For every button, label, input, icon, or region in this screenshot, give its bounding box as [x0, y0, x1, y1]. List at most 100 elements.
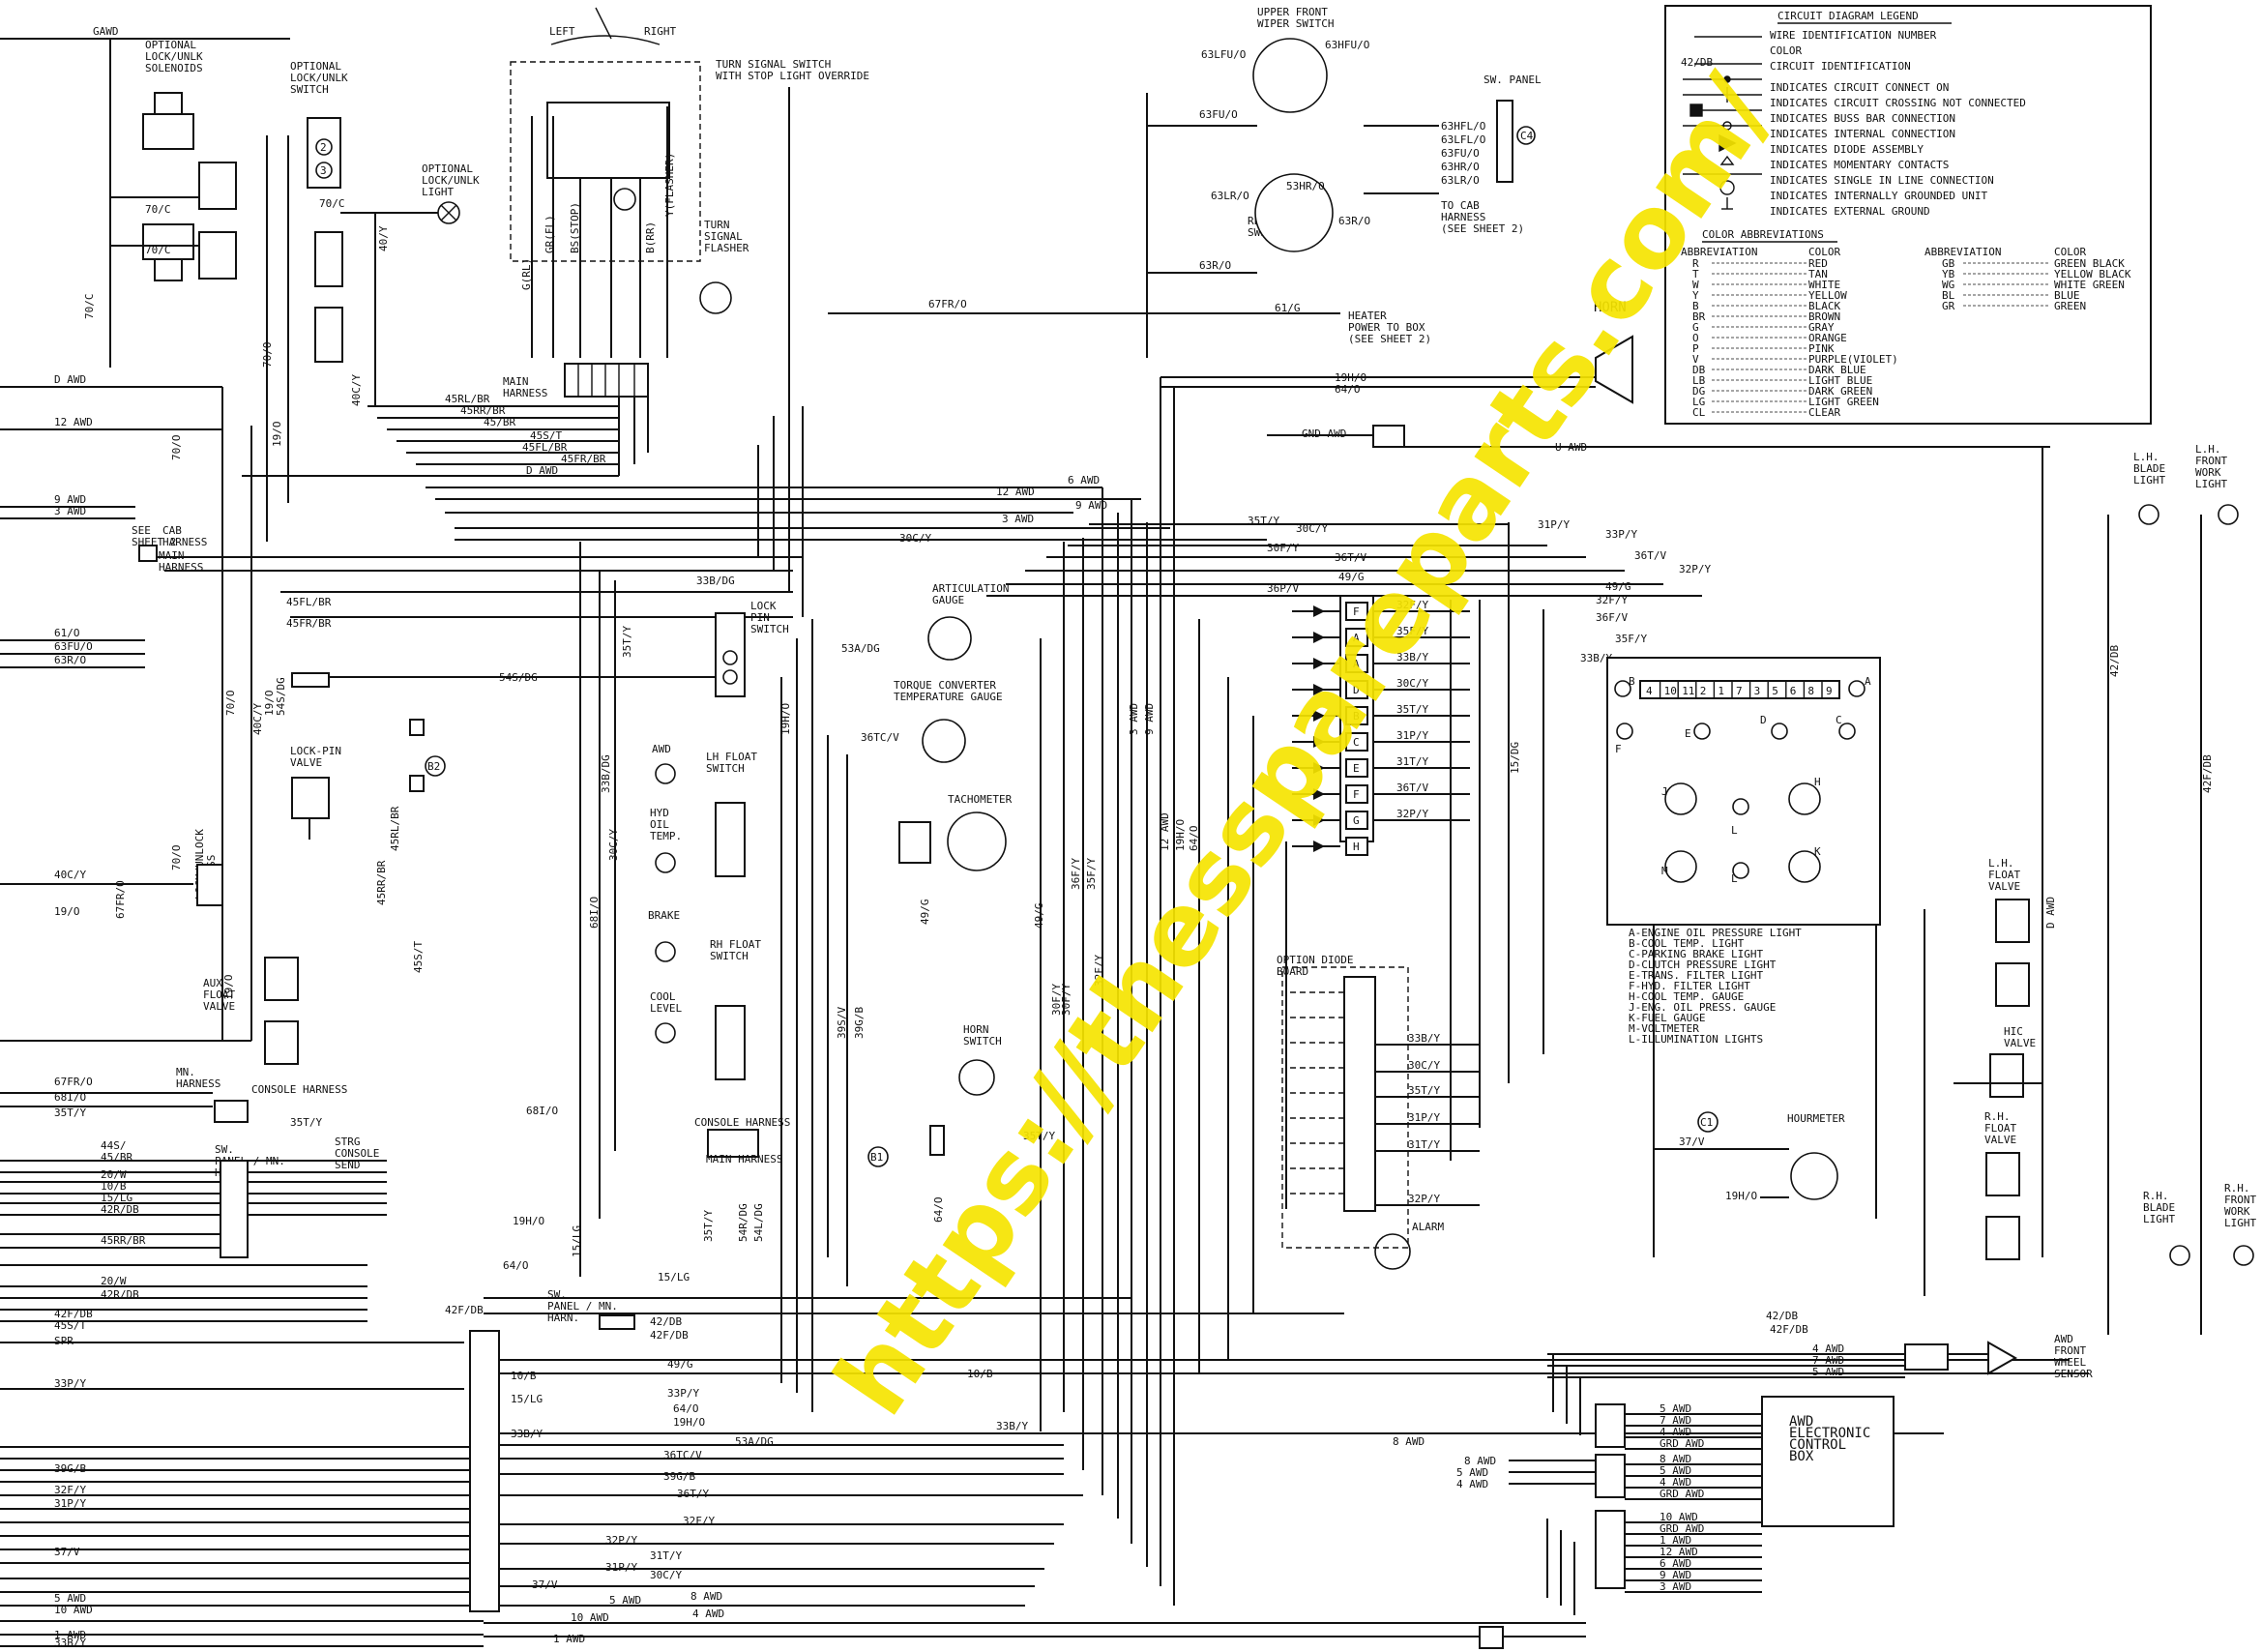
color-name: WHITE [1808, 279, 1840, 291]
color-abbr: BL [1942, 289, 1955, 302]
text-line: SW. [215, 1143, 234, 1156]
indicator-item: A-ENGINE OIL PRESSURE LIGHT [1629, 927, 1802, 939]
color-name: CLEAR [1808, 406, 1840, 419]
wire-label: 1 AWD [54, 1629, 86, 1641]
text-line: HEATER [1348, 310, 1387, 322]
text-line: CAB [162, 524, 182, 537]
opt-out-label: 31P/Y [1408, 1111, 1440, 1124]
legend-item: CIRCUIT IDENTIFICATION [1770, 60, 1911, 73]
color-abbr: B [1692, 300, 1699, 312]
text-line: L.H. [1988, 857, 2014, 870]
diode-cell [1345, 837, 1368, 856]
diode-cell [1345, 758, 1368, 778]
cluster-pin: 10 [1664, 685, 1677, 697]
svg-text:30C/Y: 30C/Y [650, 1569, 682, 1581]
wire-label: 3 AWD [54, 505, 86, 517]
svg-text:63LR/O: 63LR/O [1211, 190, 1249, 202]
text-line: HARN. [547, 1312, 579, 1324]
text-line: R.H. [2143, 1190, 2169, 1202]
svg-text:15/LG: 15/LG [511, 1393, 543, 1405]
wire-label: 32F/Y [54, 1484, 86, 1496]
svg-text:39S/V: 39S/V [836, 1007, 848, 1039]
text-line: CONSOLE [335, 1147, 379, 1160]
text-line: WITH STOP LIGHT OVERRIDE [716, 70, 869, 82]
color-name: YELLOW BLACK [2054, 268, 2131, 280]
text-line: HARNESS [176, 1077, 220, 1090]
text-line: LOCK/UNLK [290, 72, 348, 84]
hourmeter-label: HOURMETER [1787, 1112, 1845, 1125]
text-line: MAIN [503, 375, 529, 388]
text-line: SWITCH [706, 762, 745, 775]
svg-text:70/C: 70/C [319, 197, 345, 210]
svg-text:19H/O: 19H/O [1725, 1190, 1757, 1202]
text-line: SWITCH [750, 623, 789, 635]
cluster-pin: 9 [1826, 685, 1833, 697]
text-line: L.H. [2195, 443, 2221, 456]
text-line: LEVEL [650, 1002, 682, 1015]
svg-text:9 AWD: 9 AWD [1075, 499, 1107, 512]
svg-text:35T/Y: 35T/Y [702, 1210, 715, 1242]
diode-letter: A [1353, 632, 1360, 644]
text-line: (SEE SHEET 2) [1441, 222, 1524, 235]
text-line: LOCK/UNLK [145, 50, 203, 63]
svg-text:C4: C4 [1520, 130, 1534, 142]
diode-label: 36T/V [1396, 782, 1428, 794]
text-line: L.H. [2133, 451, 2159, 463]
svg-text:19/O: 19/O [271, 422, 283, 448]
svg-text:35F/Y: 35F/Y [1615, 633, 1647, 645]
svg-text:6 AWD: 6 AWD [1068, 474, 1100, 487]
svg-text:64/O: 64/O [503, 1259, 529, 1272]
legend-item: INDICATES INTERNAL CONNECTION [1770, 128, 1955, 140]
color-abbr: GR [1942, 300, 1955, 312]
text-line: TORQUE CONVERTER [894, 679, 996, 692]
opt-out-label: 30C/Y [1408, 1059, 1440, 1072]
svg-text:63FU/O: 63FU/O [1199, 108, 1238, 121]
svg-text:70/C: 70/C [145, 244, 171, 256]
awd-pin-label: 3 AWD [1660, 1580, 1691, 1593]
diode-cell [1345, 811, 1368, 830]
text-line: LOCK/UNLK [422, 174, 480, 187]
svg-text:10/B: 10/B [511, 1370, 537, 1382]
color-abbr: Y [1692, 289, 1699, 302]
svg-text:70/C: 70/C [83, 294, 96, 320]
text-line: LIGHT [2224, 1217, 2256, 1229]
legend-item: INDICATES MOMENTARY CONTACTS [1770, 159, 1949, 171]
console-harness: CONSOLE HARNESS [251, 1083, 347, 1096]
wire-label: 44S/ [101, 1139, 127, 1152]
color-abbr: DG [1692, 385, 1705, 398]
text-line: R.H. [2224, 1182, 2250, 1195]
text-line: AUX [203, 977, 222, 989]
text-line: LOCK-PIN [290, 745, 341, 757]
svg-text:30C/Y: 30C/Y [1296, 522, 1328, 535]
sw-panel-mn-2: SW.PANEL / MN.HARN. [547, 1288, 618, 1324]
text-line: HARNESS [159, 561, 203, 574]
svg-text:33B/Y: 33B/Y [996, 1420, 1028, 1432]
text-line: WIPER SWITCH [1257, 17, 1334, 30]
text-line: LIGHT [2195, 478, 2227, 490]
sw-panel-label: SW. PANEL [1484, 74, 1542, 86]
svg-text:45RR/BR: 45RR/BR [375, 860, 388, 905]
legend: CIRCUIT DIAGRAM LEGEND 42/DB WIRE IDENTI… [1664, 5, 2152, 425]
text-line: LIGHT [2143, 1213, 2175, 1225]
opt-out-label: 35T/Y [1408, 1084, 1440, 1097]
color-name: YELLOW [1808, 289, 1847, 302]
text-line: HARNESS [1441, 211, 1485, 223]
svg-text:49/G: 49/G [1033, 903, 1045, 929]
color-name: DARK BLUE [1808, 364, 1866, 376]
color-title: COLOR ABBREVIATIONS [1702, 228, 1824, 241]
svg-text:E: E [1685, 727, 1691, 740]
color-abbr: LG [1692, 396, 1705, 408]
awd-pin-label: GRD AWD [1660, 1522, 1704, 1535]
